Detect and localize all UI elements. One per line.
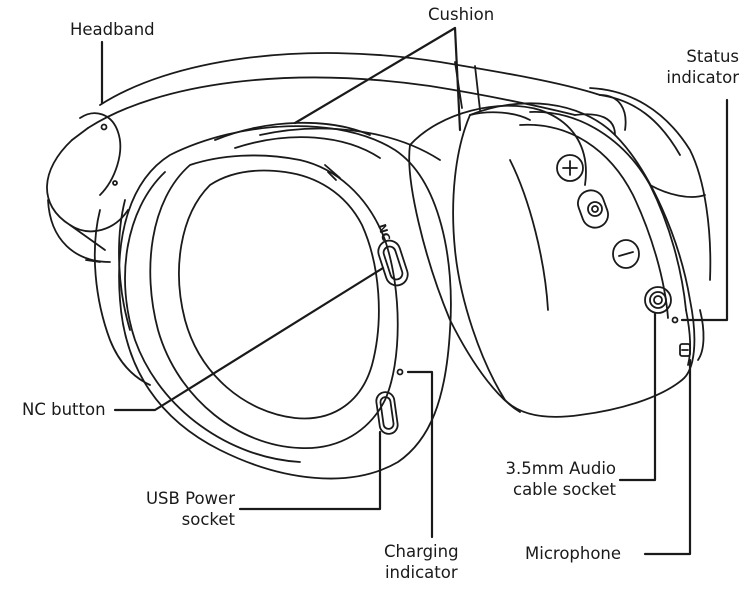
nc-marking: NC [375,222,393,242]
play-pause-button [577,189,609,229]
leader-nc [113,266,385,412]
left-cushion [259,127,441,161]
headband-shape [46,52,601,263]
left-yoke [85,199,151,386]
leader-cushion-left [293,26,457,125]
leader-status [680,98,729,322]
usb-socket-shape [375,391,399,435]
audio-socket-shape [644,286,672,314]
label-microphone: Microphone [525,544,622,563]
volume-down-button [612,239,640,269]
label-cushion: Cushion [428,5,495,24]
microphone-shape [679,343,691,357]
label-headband: Headband [70,20,155,39]
leader-usb [238,430,382,511]
leader-cushion-right [453,26,462,132]
right-cushion [408,104,587,413]
leader-charging [406,370,434,539]
nc-button-shape [377,239,409,287]
volume-up-button [556,154,584,182]
status-led [671,316,679,324]
label-usb-power-socket: USB Power socket [145,489,235,529]
label-status-indicator: Status indicator [666,47,739,87]
label-audio-socket: 3.5mm Audio cable socket [505,459,616,499]
right-earcup [452,94,706,418]
right-yoke [589,87,712,361]
charging-led [396,368,404,376]
leader-lines [100,26,729,556]
leader-microphone [643,358,692,556]
left-earcup [118,121,452,480]
label-charging-indicator: Charging indicator [384,542,459,582]
leader-audio [618,312,657,482]
label-nc-button: NC button [22,400,106,419]
